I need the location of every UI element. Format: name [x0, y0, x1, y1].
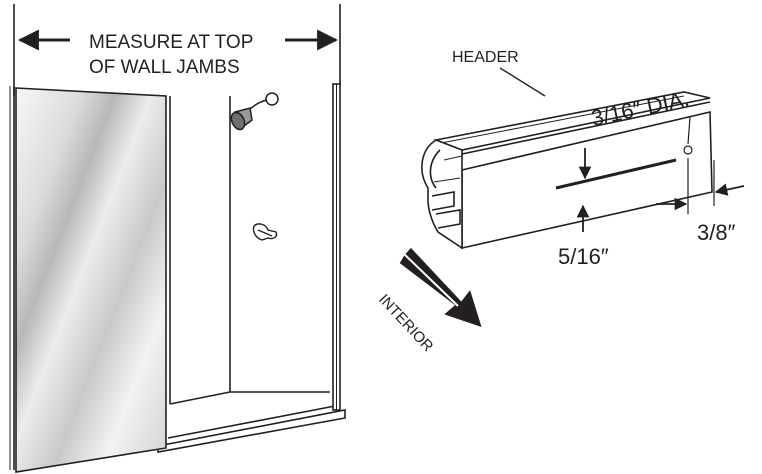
shower-base-front — [157, 409, 346, 453]
header-extrusion — [421, 91, 713, 250]
measure-label-line1: MEASURE AT TOP — [89, 32, 253, 53]
header-callout: HEADER — [452, 49, 546, 97]
faucet-handle-icon — [252, 223, 278, 241]
glass-door-panel — [15, 87, 167, 473]
measure-label-line2: OF WALL JAMBS — [89, 57, 240, 78]
header-hole — [683, 145, 693, 155]
slot-offset-label: 5/16″ — [558, 244, 609, 269]
shower-head-icon — [230, 92, 279, 131]
interior-arrow-icon — [399, 247, 482, 327]
header-label: HEADER — [452, 49, 519, 66]
edge-offset-label: 3/8″ — [697, 220, 736, 245]
shower-base — [169, 391, 330, 405]
header-slot — [555, 158, 677, 190]
edge-offset-dimension: 3/8″ — [656, 158, 745, 245]
slot-offset-dimension: 5/16″ — [558, 148, 609, 269]
interior-label: INTERIOR — [375, 291, 436, 355]
base-inner-edge — [167, 405, 336, 439]
shower-enclosure — [9, 4, 346, 470]
measure-dimension: MEASURE AT TOP OF WALL JAMBS — [17, 29, 339, 78]
